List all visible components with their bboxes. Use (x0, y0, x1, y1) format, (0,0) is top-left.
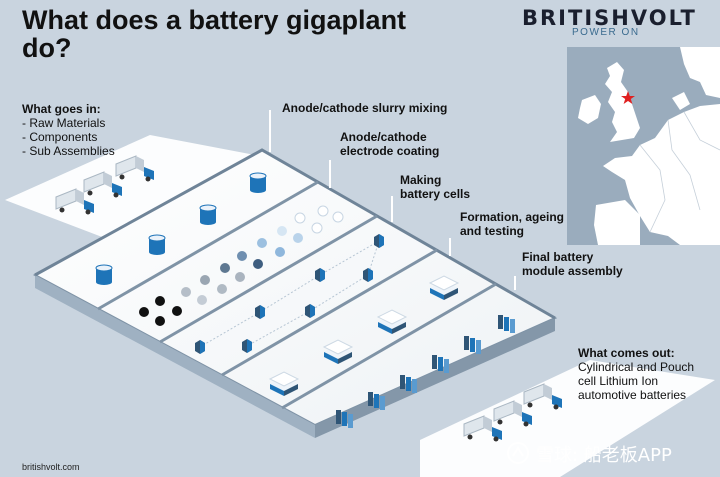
formation-stacks (268, 275, 460, 396)
zone-dividers (97, 180, 497, 410)
outputs-line: automotive batteries (578, 388, 687, 402)
label-leaders (269, 110, 516, 290)
stage-label-line: and testing (460, 224, 525, 238)
outgoing-road (420, 360, 715, 477)
inputs-heading: What goes in: (22, 102, 101, 116)
watermark-logo-icon (507, 442, 529, 464)
map-iberia (594, 200, 640, 245)
stage-label-line: Anode/cathode (340, 130, 427, 144)
stage-label-electrode-coating: Anode/cathode electrode coating (340, 130, 439, 158)
location-map (567, 47, 720, 245)
brand-logo: BRITISHVOLT (522, 6, 697, 30)
stage-label-line: module assembly (522, 264, 623, 278)
cell-making-machines (195, 234, 384, 354)
coating-rolls (139, 205, 344, 326)
page-title: What does a battery gigaplant do? (22, 5, 407, 63)
stage-label-formation-testing: Formation, ageing and testing (460, 210, 564, 238)
stage-label-line: Final battery (522, 250, 594, 264)
incoming-trucks (55, 155, 154, 215)
outputs-line: Cylindrical and Pouch (578, 360, 695, 374)
brand-tagline: POWER ON (572, 27, 640, 38)
stage-label-line: Making (400, 173, 442, 187)
outgoing-trucks (463, 383, 562, 442)
stage-label-line: Anode/cathode slurry mixing (282, 101, 448, 115)
map-ireland (578, 95, 601, 124)
map-denmark (672, 92, 690, 110)
stage-label-line: Formation, ageing (460, 210, 565, 224)
watermark-text: 雪球: 船老板APP (536, 445, 672, 466)
battery-modules (336, 315, 515, 428)
outputs-list: What comes out: Cylindrical and Pouch ce… (578, 346, 694, 402)
factory-wall-back (34, 148, 556, 320)
inputs-list: What goes in: - Raw Materials - Componen… (22, 102, 115, 158)
slurry-tanks (95, 172, 267, 285)
map-continent (603, 104, 720, 245)
stage-label-module-assembly: Final battery module assembly (522, 250, 623, 278)
outputs-heading: What comes out: (578, 346, 675, 360)
outputs-line: cell Lithium Ion (578, 374, 659, 388)
factory-wall-front (35, 275, 315, 438)
stage-label-cell-making: Making battery cells (400, 173, 470, 201)
stage-label-line: battery cells (400, 187, 471, 201)
map-great-britain (605, 62, 640, 142)
incoming-road (5, 135, 255, 240)
map-scandinavia (680, 47, 720, 98)
inputs-item: - Raw Materials (22, 116, 106, 130)
inputs-item: - Components (22, 130, 98, 144)
inputs-item: - Sub Assemblies (22, 144, 115, 158)
map-location-marker (621, 91, 635, 104)
stage-label-line: electrode coating (340, 144, 440, 158)
stage-label-slurry-mixing: Anode/cathode slurry mixing (282, 101, 447, 115)
footer-url: britishvolt.com (22, 462, 80, 472)
